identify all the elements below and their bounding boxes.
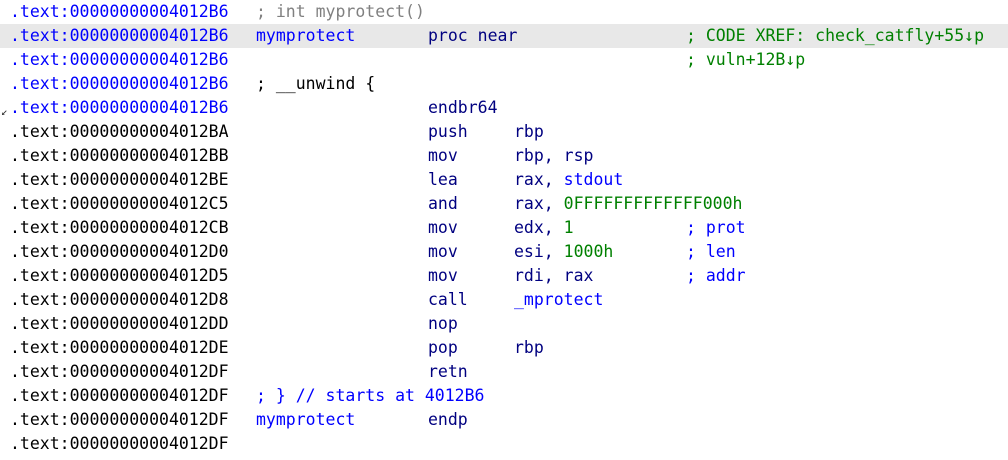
listing-row[interactable]: .text:00000000004012DF bbox=[0, 432, 1008, 456]
operand-number[interactable]: 1 bbox=[563, 218, 574, 237]
mnemonic[interactable]: endp bbox=[428, 410, 468, 429]
address[interactable]: .text:00000000004012BA bbox=[10, 122, 229, 141]
xref-comment[interactable]: ; vuln+12B↓p bbox=[686, 50, 806, 69]
operands[interactable]: _mprotect bbox=[514, 288, 603, 312]
address[interactable]: .text:00000000004012DF bbox=[10, 362, 229, 381]
operand-register[interactable]: edx, bbox=[514, 218, 564, 237]
listing-row[interactable]: .text:00000000004012B6 ; vuln+12B↓p bbox=[0, 48, 1008, 72]
listing-row[interactable]: .text:00000000004012DD nop bbox=[0, 312, 1008, 336]
address[interactable]: .text:00000000004012D0 bbox=[10, 242, 229, 261]
address[interactable]: .text:00000000004012B6 bbox=[10, 74, 229, 93]
operands[interactable]: edx, 1 bbox=[514, 216, 574, 240]
address[interactable]: .text:00000000004012D8 bbox=[10, 290, 229, 309]
address[interactable]: .text:00000000004012DF bbox=[10, 386, 229, 405]
address[interactable]: .text:00000000004012B6 bbox=[10, 26, 229, 45]
mnemonic[interactable]: mov bbox=[428, 266, 458, 285]
address[interactable]: .text:00000000004012DD bbox=[10, 314, 229, 333]
operands[interactable]: rax, stdout bbox=[514, 168, 623, 192]
address[interactable]: .text:00000000004012CB bbox=[10, 218, 229, 237]
listing-row[interactable]: .text:00000000004012DF mymprotect endp bbox=[0, 408, 1008, 432]
operand-register[interactable]: rdi, rax bbox=[514, 266, 594, 285]
operand-register[interactable]: rbp bbox=[514, 338, 544, 357]
listing-row[interactable]: .text:00000000004012B6 ; int myprotect() bbox=[0, 0, 1008, 24]
xref-comment[interactable]: ; CODE XREF: check_catfly+55↓p bbox=[686, 26, 985, 45]
address[interactable]: .text:00000000004012B6 bbox=[10, 98, 229, 117]
listing-row[interactable]: .text:00000000004012D0 mov esi, 1000h ; len bbox=[0, 240, 1008, 264]
address[interactable]: .text:00000000004012B6 bbox=[10, 2, 229, 21]
operands[interactable]: rdi, rax bbox=[514, 264, 593, 288]
operand-comment: ; prot bbox=[686, 218, 746, 237]
mnemonic[interactable]: mov bbox=[428, 218, 458, 237]
mnemonic[interactable]: retn bbox=[428, 362, 468, 381]
function-label[interactable]: mymprotect bbox=[256, 26, 356, 45]
listing-row[interactable]: ↙.text:00000000004012B6 endbr64 bbox=[0, 96, 1008, 120]
mnemonic[interactable]: lea bbox=[428, 170, 458, 189]
operand-comment: ; addr bbox=[686, 266, 746, 285]
listing-row[interactable]: .text:00000000004012CB mov edx, 1 ; prot bbox=[0, 216, 1008, 240]
operand-register[interactable]: rbp bbox=[514, 122, 544, 141]
operand-number[interactable]: 1000h bbox=[563, 242, 614, 261]
listing-row[interactable]: .text:00000000004012D8 call _mprotect bbox=[0, 288, 1008, 312]
mnemonic[interactable]: pop bbox=[428, 338, 458, 357]
listing-row[interactable]: .text:00000000004012B6 ; __unwind { bbox=[0, 72, 1008, 96]
listing-row[interactable]: .text:00000000004012BB mov rbp, rsp bbox=[0, 144, 1008, 168]
operands[interactable]: rax, 0FFFFFFFFFFFFF000h bbox=[514, 192, 742, 216]
listing-row[interactable]: .text:00000000004012BA push rbp bbox=[0, 120, 1008, 144]
mnemonic[interactable]: call bbox=[428, 290, 468, 309]
line-comment: ; } // starts at 4012B6 bbox=[256, 386, 485, 405]
mnemonic[interactable]: mov bbox=[428, 146, 458, 165]
listing-row[interactable]: .text:00000000004012DF retn bbox=[0, 360, 1008, 384]
flow-arrow-icon: ↙ bbox=[1, 105, 8, 118]
operand-register[interactable]: rax, bbox=[514, 194, 564, 213]
line-comment: ; int myprotect() bbox=[256, 2, 425, 21]
listing-row[interactable]: .text:00000000004012B6 mymprotect proc nea… bbox=[0, 24, 1008, 48]
operand-register[interactable]: rax, bbox=[514, 170, 564, 189]
listing-row[interactable]: .text:00000000004012BE lea rax, stdout bbox=[0, 168, 1008, 192]
address[interactable]: .text:00000000004012DF bbox=[10, 434, 229, 453]
mnemonic[interactable]: and bbox=[428, 194, 458, 213]
listing-row[interactable]: .text:00000000004012D5 mov rdi, rax ; addr bbox=[0, 264, 1008, 288]
address[interactable]: .text:00000000004012DF bbox=[10, 410, 229, 429]
operand-symbol[interactable]: stdout bbox=[563, 170, 624, 189]
mnemonic[interactable]: endbr64 bbox=[428, 98, 498, 117]
listing-row[interactable]: .text:00000000004012DE pop rbp bbox=[0, 336, 1008, 360]
operands[interactable]: rbp bbox=[514, 336, 544, 360]
address[interactable]: .text:00000000004012C5 bbox=[10, 194, 229, 213]
operands[interactable]: rbp, rsp bbox=[514, 144, 593, 168]
listing-row[interactable]: .text:00000000004012DF ; } // starts at 4… bbox=[0, 384, 1008, 408]
operands[interactable]: esi, 1000h bbox=[514, 240, 613, 264]
mnemonic[interactable]: proc near bbox=[428, 26, 518, 45]
operand-symbol[interactable]: _mprotect bbox=[514, 290, 604, 309]
operand-register[interactable]: esi, bbox=[514, 242, 564, 261]
operands[interactable]: rbp bbox=[514, 120, 544, 144]
address[interactable]: .text:00000000004012BB bbox=[10, 146, 229, 165]
operand-comment: ; len bbox=[686, 242, 736, 261]
address[interactable]: .text:00000000004012D5 bbox=[10, 266, 229, 285]
mnemonic[interactable]: nop bbox=[428, 314, 458, 333]
address[interactable]: .text:00000000004012B6 bbox=[10, 50, 229, 69]
function-label[interactable]: mymprotect bbox=[256, 410, 356, 429]
address[interactable]: .text:00000000004012DE bbox=[10, 338, 229, 357]
operand-number[interactable]: 0FFFFFFFFFFFFF000h bbox=[563, 194, 743, 213]
listing-row[interactable]: .text:00000000004012C5 and rax, 0FFFFFFFFF… bbox=[0, 192, 1008, 216]
mnemonic[interactable]: mov bbox=[428, 242, 458, 261]
line-comment: ; __unwind { bbox=[256, 74, 376, 93]
address[interactable]: .text:00000000004012BE bbox=[10, 170, 229, 189]
mnemonic[interactable]: push bbox=[428, 122, 468, 141]
operand-register[interactable]: rbp, rsp bbox=[514, 146, 594, 165]
